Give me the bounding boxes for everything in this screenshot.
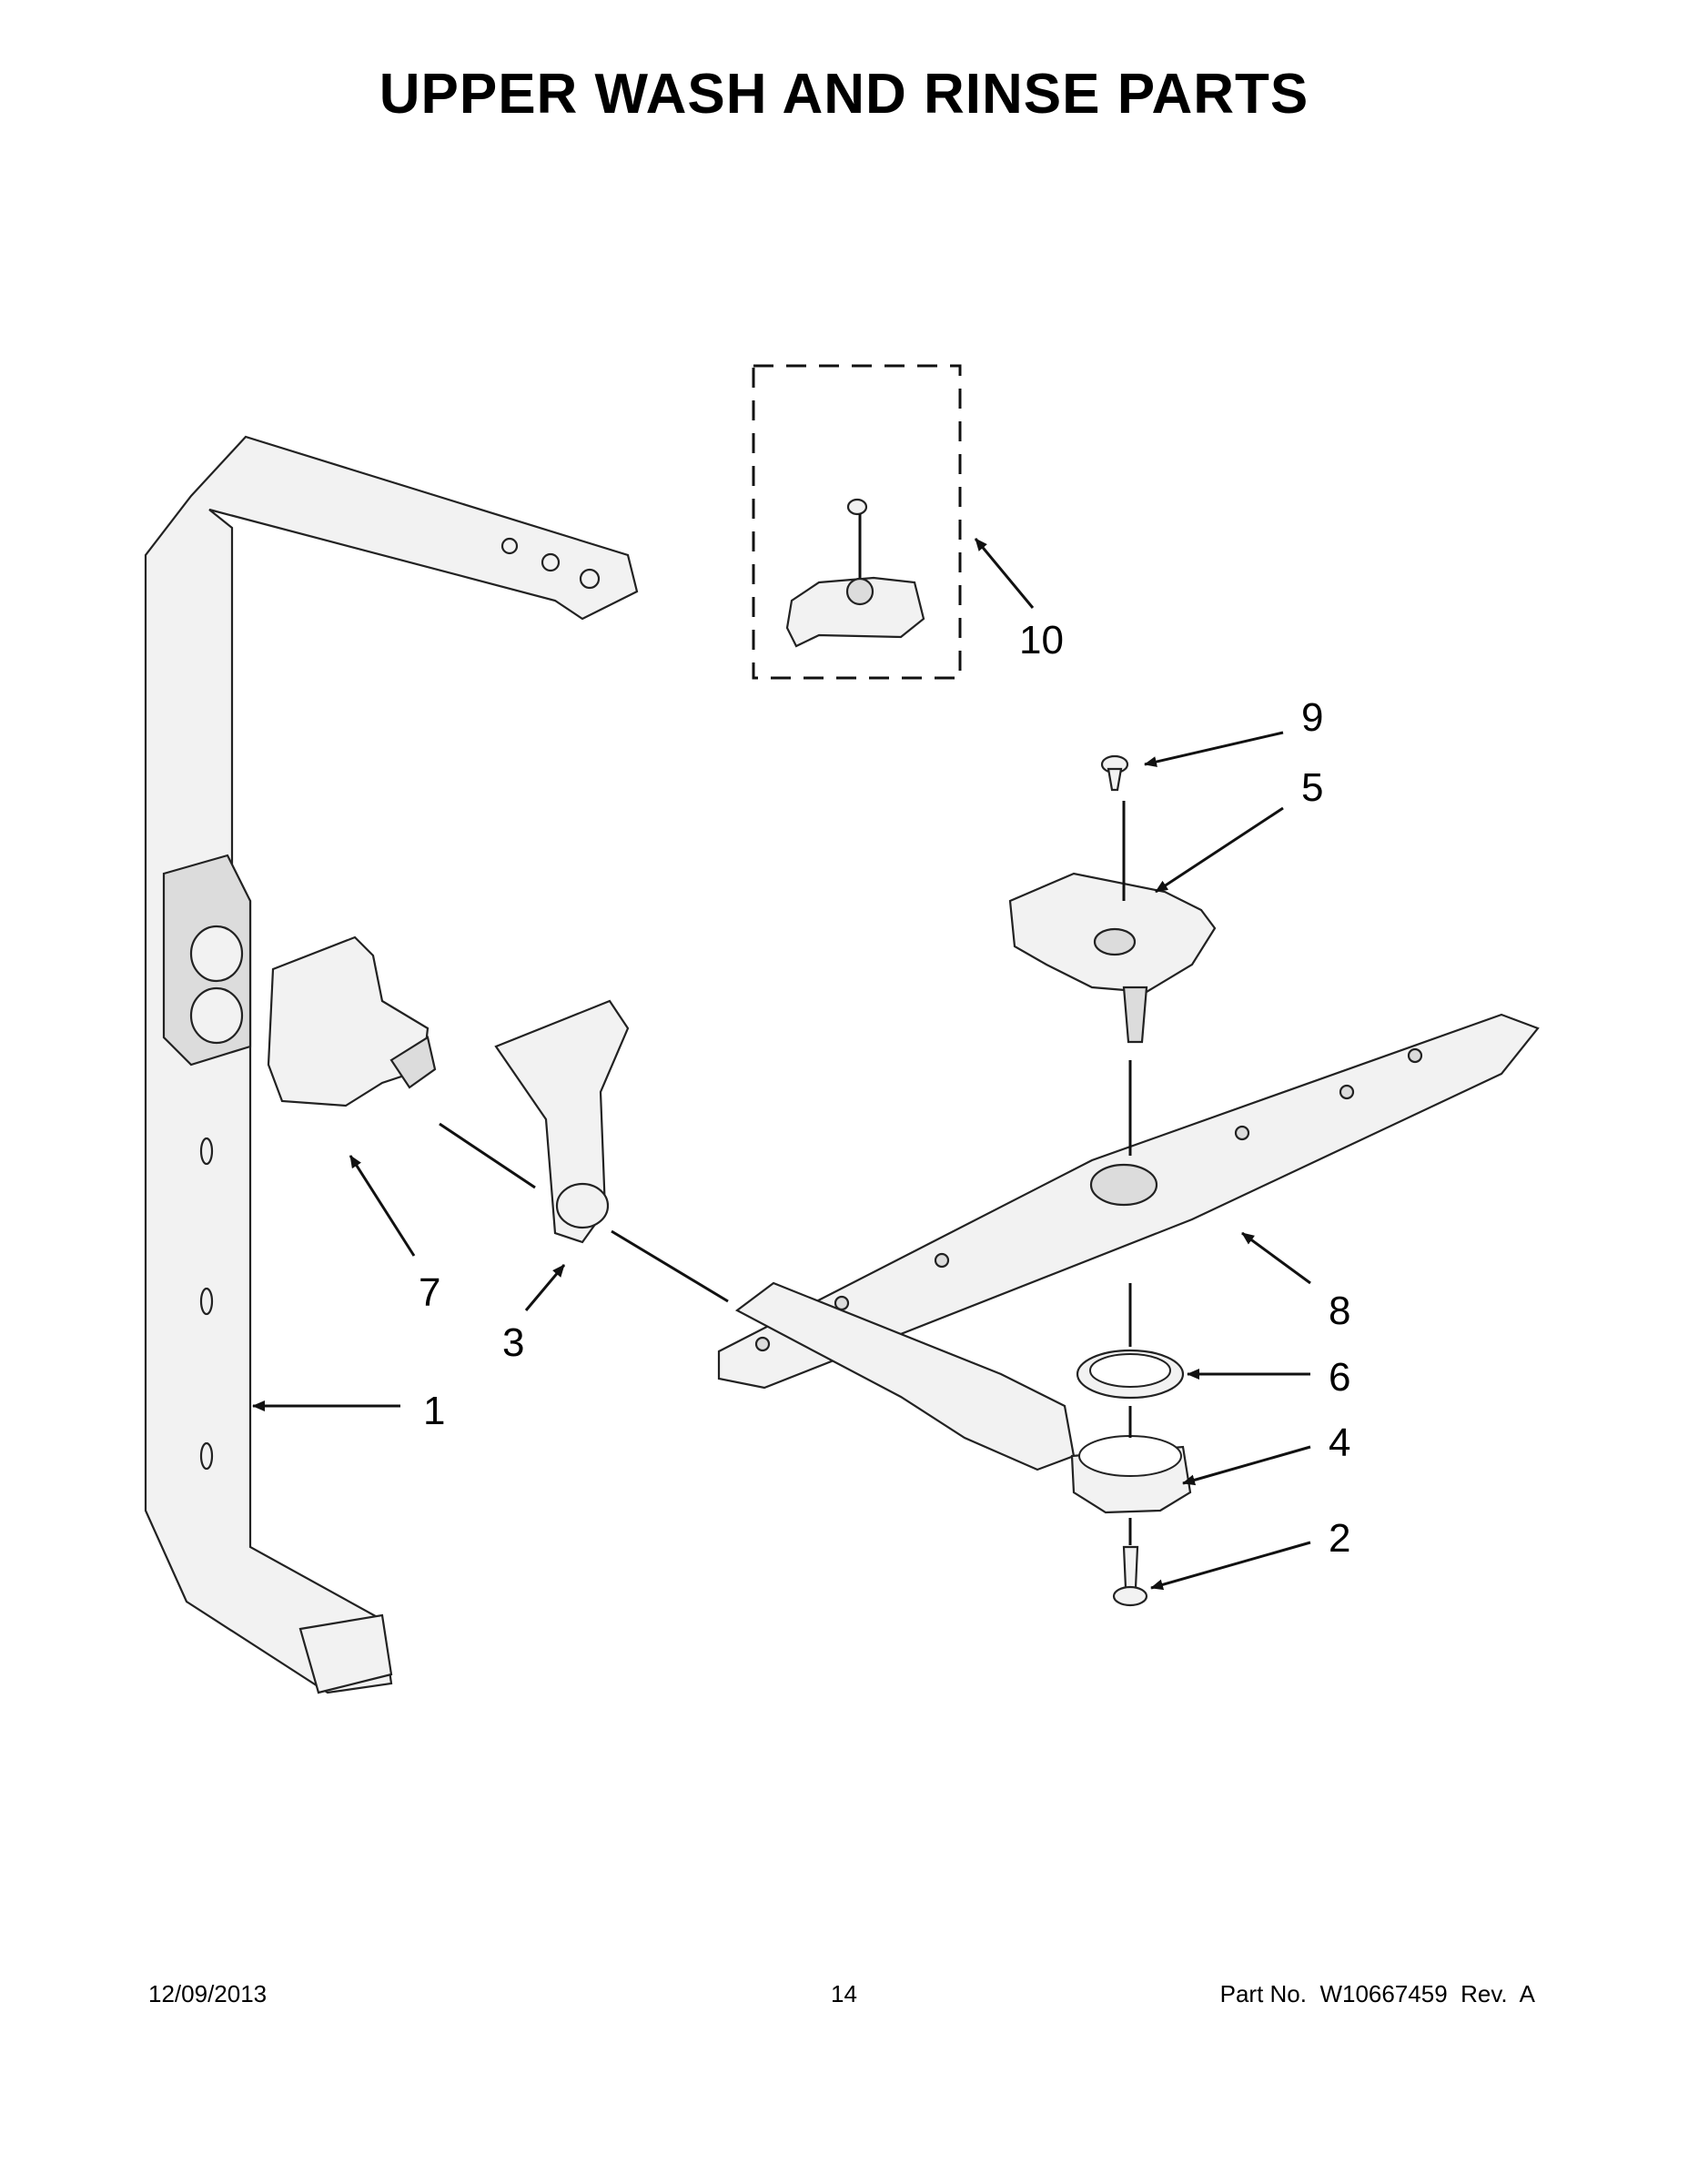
part-10-inset [752,364,962,680]
part-6-ring [1076,1349,1185,1400]
part-2-screw [1112,1545,1148,1607]
callout-4: 4 [1329,1421,1350,1465]
callout-3: 3 [502,1320,524,1365]
callout-10: 10 [1019,618,1064,662]
part-1-supply-tube [144,435,639,1694]
callout-7: 7 [419,1270,440,1315]
part-8-spray-arm [717,1013,1540,1390]
callout-6: 6 [1329,1355,1350,1400]
part-4-hub [1070,1435,1192,1514]
callout-9: 9 [1301,695,1323,740]
callout-2: 2 [1329,1516,1350,1561]
footer-part-number: Part No. W10667459 Rev. A [1219,1980,1535,2007]
footer-date: 12/09/2013 [148,1980,268,2007]
callout-arrows [252,538,1311,1591]
part-7-valve [267,935,437,1107]
callout-8: 8 [1329,1289,1350,1333]
callout-5: 5 [1301,765,1323,810]
part-5-spray-arm-mount [1008,872,1217,1044]
footer-page-number: 14 [831,1980,857,2007]
part-9-screw [1100,754,1129,792]
assembly-lines [439,801,1132,1545]
part-3-bracket [494,999,630,1244]
page-title: UPPER WASH AND RINSE PARTS [379,63,1309,126]
callout-1: 1 [423,1389,445,1433]
